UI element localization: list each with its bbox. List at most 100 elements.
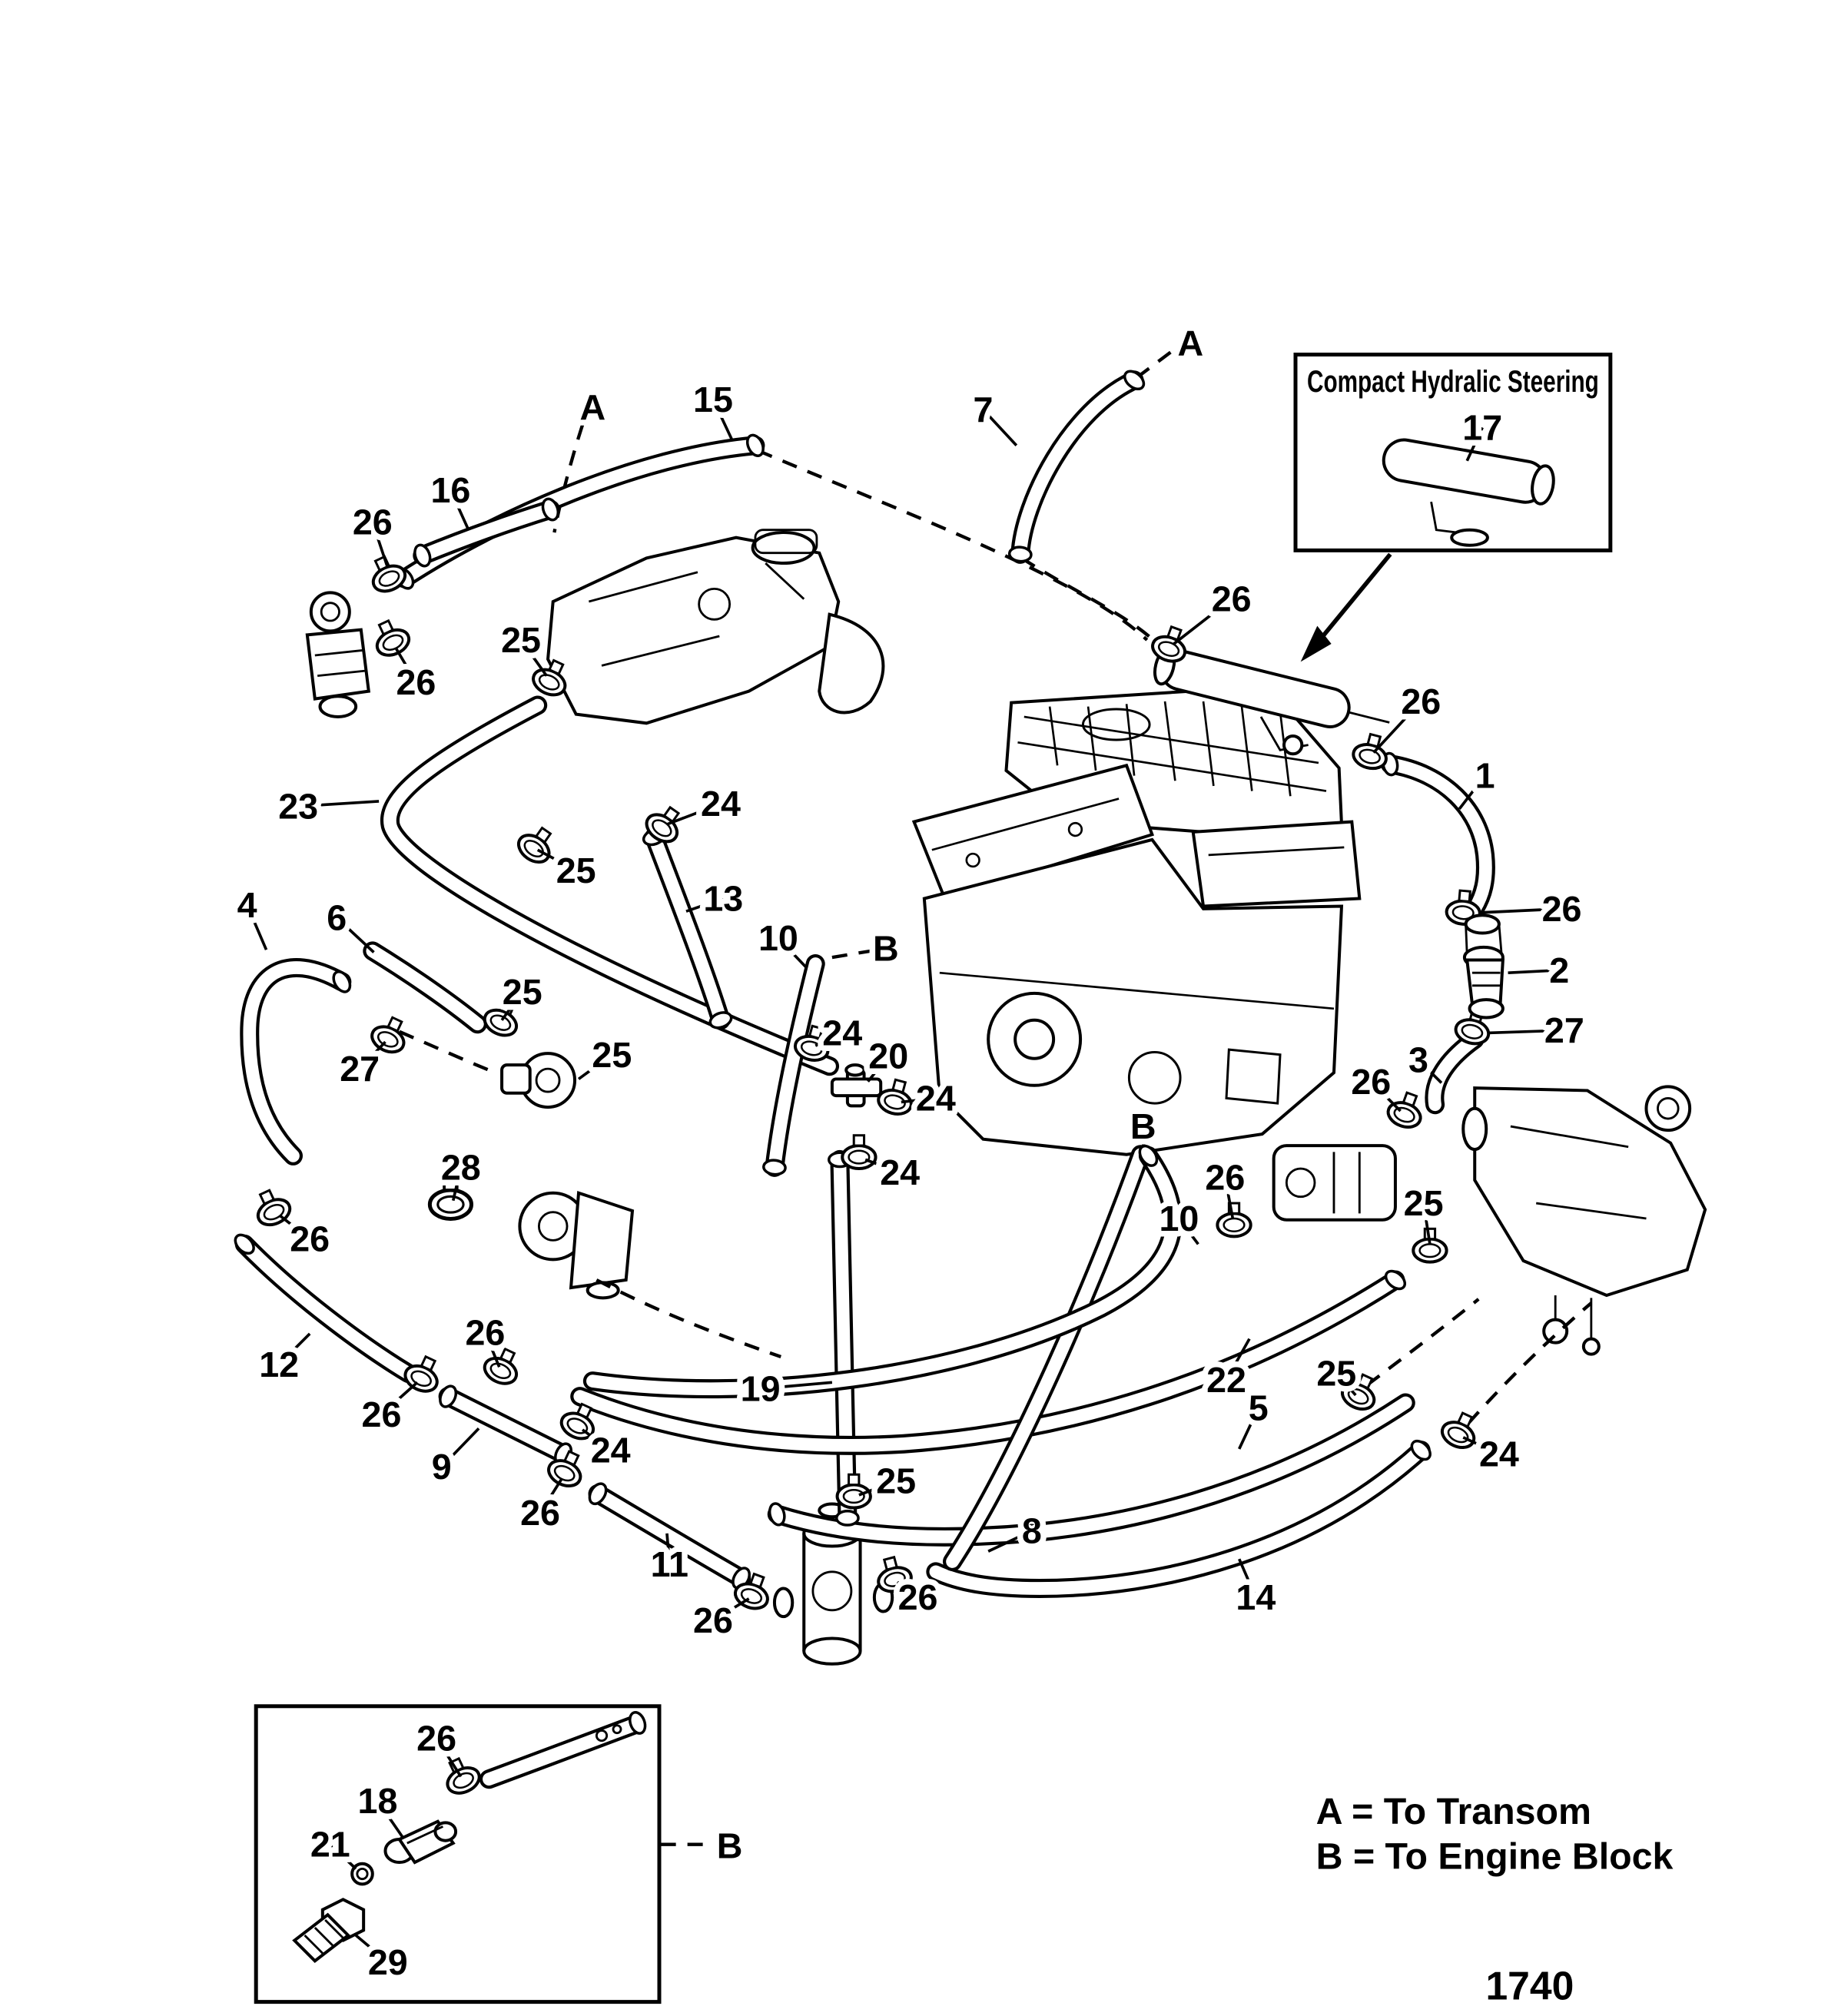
threaded-fitting-29 — [292, 1898, 366, 1963]
callout-leader — [1508, 968, 1560, 974]
page-number: 1740 — [1485, 1963, 1574, 2008]
callout-15: 15 — [693, 380, 733, 419]
callout-leader — [1177, 1217, 1199, 1245]
callout-leader — [1238, 1407, 1260, 1450]
heat-exchanger — [1272, 1144, 1397, 1222]
callout-26: 26 — [416, 1718, 456, 1758]
callout-leader — [577, 1053, 613, 1080]
callout-A: A — [1178, 323, 1204, 363]
callout-leader — [1335, 1372, 1357, 1397]
callout-leader — [354, 1934, 389, 1964]
hose-16 — [423, 509, 551, 555]
callout-leader — [539, 1477, 563, 1514]
callout-25: 25 — [876, 1461, 916, 1501]
check-valve-fitting-2 — [1462, 914, 1505, 1020]
callout-2: 2 — [1549, 950, 1569, 990]
callout-leader — [666, 802, 722, 826]
callout-18: 18 — [358, 1781, 398, 1821]
callout-leader — [1479, 907, 1562, 914]
mid-left-pump — [500, 1052, 577, 1109]
callout-27: 27 — [340, 1049, 380, 1089]
callout-29: 29 — [368, 1942, 408, 1982]
callout-leader — [380, 1381, 419, 1416]
hose-9 — [448, 1397, 563, 1454]
dashed-reference-lines — [398, 349, 1593, 1425]
callout-23: 23 — [278, 787, 318, 827]
callout-leader — [1223, 1177, 1235, 1219]
callout-25: 25 — [1316, 1354, 1356, 1394]
callout-leader — [394, 647, 418, 683]
callout-leader — [371, 522, 390, 569]
callout-leader — [1238, 1558, 1258, 1598]
callout-leader — [483, 1331, 501, 1368]
fitting-detail-inset-box — [254, 1704, 707, 2004]
callout-leader — [685, 897, 724, 913]
callout-26: 26 — [1205, 1158, 1245, 1198]
callout-leader — [1422, 1202, 1432, 1245]
callout-leader — [901, 1096, 937, 1104]
hose-4 — [250, 967, 342, 1156]
callout-leader — [987, 1529, 1033, 1553]
callout-26: 26 — [396, 662, 436, 702]
steering-box-title: Compact Hydralic Steering — [1307, 365, 1599, 399]
callout-24: 24 — [591, 1431, 631, 1471]
engine-block — [911, 689, 1362, 1156]
callout-leader — [440, 1427, 480, 1468]
callout-B: B — [717, 1825, 743, 1865]
callout-22: 22 — [1206, 1360, 1246, 1400]
callout-leader — [376, 1800, 405, 1839]
callout-24: 24 — [1479, 1434, 1519, 1474]
callout-leader — [435, 1737, 463, 1778]
hose-19 — [840, 1159, 848, 1517]
hose-7 — [1020, 380, 1134, 555]
callout-B: B — [873, 929, 899, 969]
callout-leader — [449, 489, 470, 531]
callout-27: 27 — [1544, 1010, 1584, 1050]
callout-5: 5 — [1249, 1388, 1269, 1428]
callout-26: 26 — [1351, 1062, 1391, 1102]
callout-1: 1 — [1475, 756, 1495, 796]
callout-26: 26 — [465, 1312, 505, 1352]
hose-3 — [1435, 1040, 1475, 1105]
callout-14: 14 — [1236, 1577, 1276, 1617]
callout-26: 26 — [362, 1394, 402, 1434]
callout-leader — [1465, 426, 1484, 462]
callout-leader — [1225, 1338, 1251, 1381]
callout-17: 17 — [1462, 407, 1502, 447]
callout-9: 9 — [432, 1447, 452, 1487]
callout-26: 26 — [898, 1577, 938, 1617]
callout-leader — [867, 1055, 890, 1083]
callout-16: 16 — [430, 470, 470, 510]
callout-4: 4 — [237, 885, 257, 925]
callout-26: 26 — [1542, 889, 1582, 929]
callout-24: 24 — [822, 1013, 862, 1053]
callout-13: 13 — [703, 879, 743, 919]
callout-B: B — [1130, 1106, 1156, 1146]
callout-leader — [1173, 598, 1232, 645]
hose-6 — [373, 951, 478, 1024]
callout-26: 26 — [1212, 579, 1252, 619]
callout-leader — [277, 1332, 311, 1366]
port-exhaust-manifold — [546, 529, 885, 725]
callout-leader — [814, 1031, 844, 1047]
callout-10: 10 — [758, 918, 798, 958]
callout-25: 25 — [556, 850, 596, 890]
callout-7: 7 — [974, 390, 994, 429]
callout-28: 28 — [441, 1147, 481, 1187]
callout-leader — [581, 1428, 612, 1452]
callout-leader — [519, 638, 548, 677]
callout-26: 26 — [290, 1219, 330, 1259]
callout-leader — [335, 917, 375, 953]
legend-a: A = To Transom — [1316, 1791, 1591, 1832]
callout-leader — [760, 1381, 833, 1391]
callout-leader — [500, 991, 524, 1021]
callout-A: A — [580, 387, 606, 427]
callout-leader — [1372, 700, 1422, 754]
steering-box-arrow — [1312, 552, 1392, 649]
callout-25: 25 — [592, 1035, 632, 1075]
callout-leader — [1462, 1436, 1500, 1456]
callout-24: 24 — [916, 1078, 956, 1118]
callout-6: 6 — [327, 898, 347, 938]
